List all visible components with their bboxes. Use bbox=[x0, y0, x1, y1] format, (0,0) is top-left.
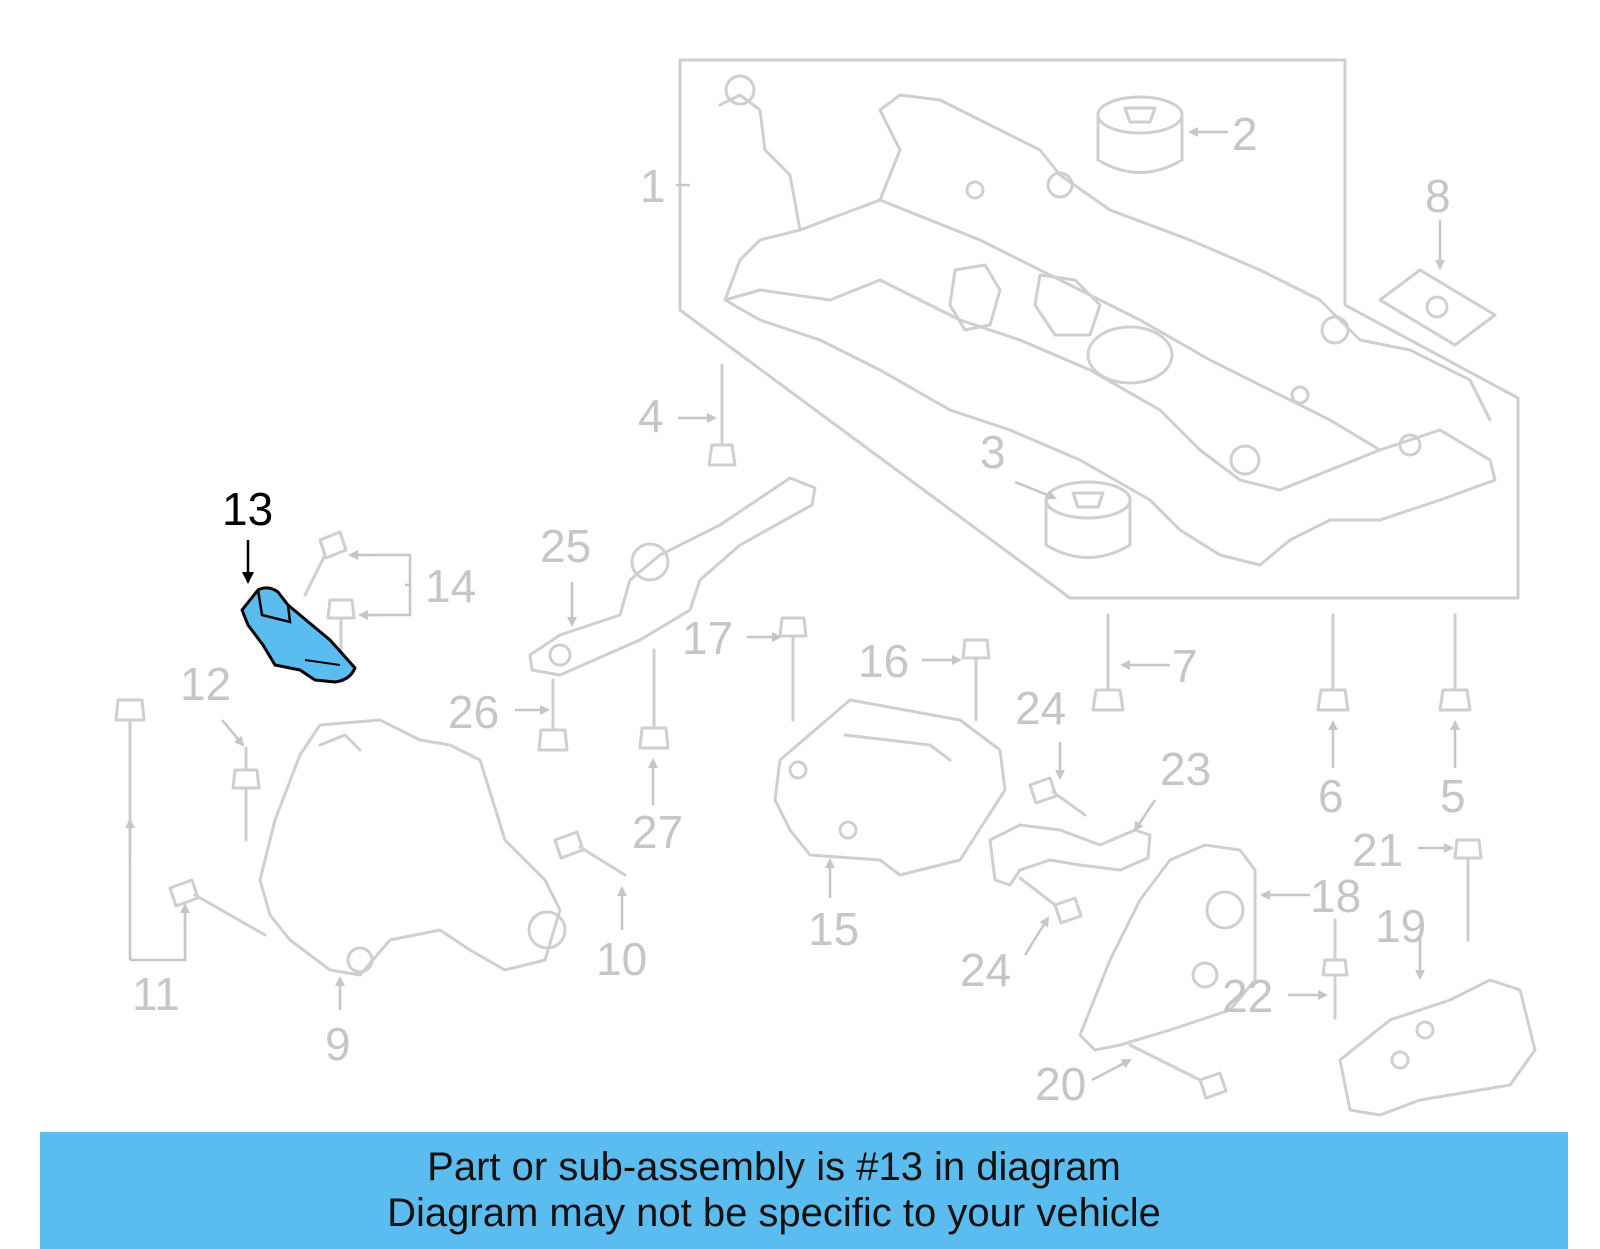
bolt-26 bbox=[537, 678, 569, 752]
callout-5: 5 bbox=[1440, 770, 1466, 822]
bolt-7 bbox=[1091, 613, 1125, 712]
mount-19 bbox=[1338, 978, 1537, 1117]
bolt-17 bbox=[778, 616, 808, 722]
callout-8: 8 bbox=[1425, 170, 1451, 222]
bracket-13-highlighted bbox=[240, 586, 357, 684]
bolt-27 bbox=[638, 648, 670, 750]
bolt-11b bbox=[168, 878, 267, 937]
bushing-3 bbox=[1044, 480, 1132, 559]
bracket-18 bbox=[1078, 843, 1257, 1052]
bolt-24a bbox=[1028, 776, 1087, 817]
bracket-23 bbox=[988, 823, 1152, 887]
callout-24a: 24 bbox=[1015, 682, 1066, 734]
callout-6: 6 bbox=[1318, 770, 1344, 822]
info-banner: Part or sub-assembly is #13 in diagram D… bbox=[40, 1132, 1568, 1249]
callout-16: 16 bbox=[858, 635, 909, 687]
callout-17: 17 bbox=[682, 612, 733, 664]
callout-15: 15 bbox=[808, 903, 859, 955]
bolt-20 bbox=[1128, 1043, 1228, 1100]
callout-13: 13 bbox=[222, 483, 273, 535]
callout-11: 11 bbox=[132, 968, 180, 1020]
callout-12: 12 bbox=[180, 658, 231, 710]
bolt-21 bbox=[1453, 838, 1483, 942]
bolt-22 bbox=[1321, 918, 1349, 1020]
bolt-11 bbox=[114, 698, 146, 817]
callout-3: 3 bbox=[980, 426, 1006, 478]
callout-22: 22 bbox=[1222, 970, 1273, 1022]
callout-18: 18 bbox=[1310, 870, 1361, 922]
callout-labels: 1 2 3 4 5 6 7 8 9 10 11 12 13 14 15 16 1… bbox=[132, 108, 1466, 1110]
callout-9: 9 bbox=[325, 1018, 351, 1070]
callout-2: 2 bbox=[1232, 108, 1258, 160]
bolt-4 bbox=[707, 363, 737, 467]
callout-19: 19 bbox=[1375, 900, 1426, 952]
leader-lines bbox=[125, 127, 1460, 1082]
callout-20: 20 bbox=[1035, 1058, 1086, 1110]
callout-21: 21 bbox=[1352, 824, 1403, 876]
callout-4: 4 bbox=[638, 390, 664, 442]
callout-26: 26 bbox=[448, 686, 499, 738]
mount-15 bbox=[773, 698, 1007, 877]
bolt-14b bbox=[326, 598, 356, 657]
bushing-2 bbox=[1096, 95, 1184, 174]
banner-line-disclaimer: Diagram may not be specific to your vehi… bbox=[387, 1191, 1161, 1235]
callout-1: 1 bbox=[640, 160, 666, 212]
bolt-6 bbox=[1316, 613, 1350, 712]
bolt-12 bbox=[231, 746, 261, 842]
banner-line-part: Part or sub-assembly is #13 in diagram bbox=[427, 1145, 1121, 1189]
callout-14: 14 bbox=[425, 560, 476, 612]
subframe-inset-box bbox=[678, 58, 1520, 600]
bolt-14a bbox=[303, 530, 348, 597]
callout-25: 25 bbox=[540, 520, 591, 572]
bolt-24b bbox=[1018, 876, 1083, 925]
callout-23: 23 bbox=[1160, 743, 1211, 795]
subframe bbox=[718, 74, 1497, 567]
callout-27: 27 bbox=[632, 806, 683, 858]
callout-10: 10 bbox=[596, 933, 647, 985]
torque-arm-25 bbox=[528, 476, 817, 677]
bolt-5 bbox=[1438, 613, 1472, 712]
bolt-16 bbox=[961, 638, 991, 722]
callout-24b: 24 bbox=[960, 944, 1011, 996]
bracket-9 bbox=[258, 718, 567, 977]
bolt-10 bbox=[553, 830, 627, 877]
plate-8 bbox=[1378, 268, 1497, 347]
callout-7: 7 bbox=[1172, 640, 1198, 692]
